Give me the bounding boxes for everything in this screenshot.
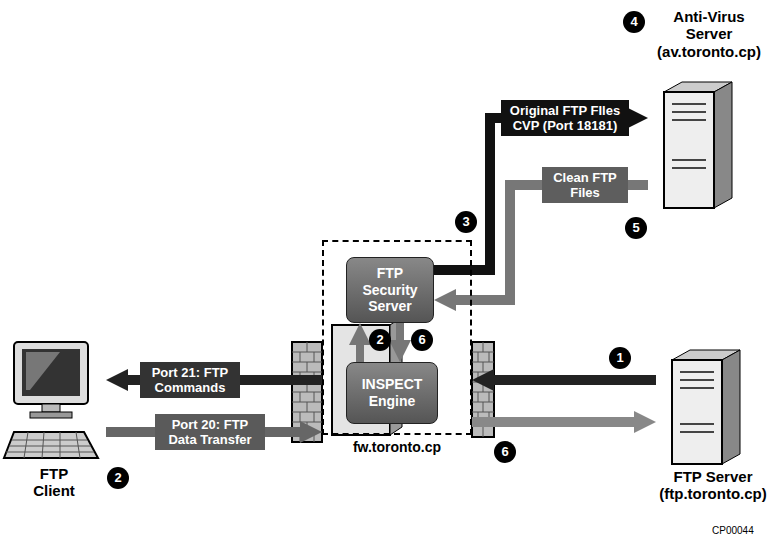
flow-arrow [396, 323, 404, 346]
monitor [14, 342, 88, 404]
edge-label: Original FTP FIles CVP (Port 18181) [501, 100, 629, 136]
server-side [722, 350, 740, 464]
node-label: Anti-Virus Server (av.toronto.cp) [648, 8, 770, 60]
server-front [664, 92, 714, 208]
callout-number: 4 [623, 11, 645, 33]
anti-virus-server-icon [664, 82, 732, 208]
server-side [714, 82, 732, 208]
server-slots [672, 104, 706, 168]
edge-label: Port 21: FTP Commands [140, 362, 240, 398]
figure-code: CP00044 [712, 525, 754, 536]
server-front [672, 360, 722, 464]
box-text: INSPECT Engine [355, 376, 429, 410]
flow-arrow [356, 339, 364, 362]
flow-arrow [434, 118, 632, 270]
screen [22, 349, 80, 396]
callout-number: 2 [107, 467, 129, 489]
flow-arrow [472, 417, 640, 427]
box-text: FTP Security Server [355, 265, 425, 315]
callout-number: 1 [609, 347, 631, 369]
computer-icon [4, 342, 98, 458]
callout-number: 5 [625, 217, 647, 239]
ftp-server: FTP Server (ftp.toronto.cp) [656, 352, 770, 512]
callout-number: 6 [494, 441, 516, 463]
flow-arrow [488, 375, 656, 385]
monitor-base [30, 412, 72, 418]
process-box: INSPECT Engine [346, 362, 438, 424]
screen-glare [26, 352, 60, 390]
keyboard [4, 432, 98, 458]
client-computer: FTP Client [2, 335, 106, 505]
monitor-stand [42, 404, 60, 412]
process-box: FTP Security Server [346, 257, 434, 323]
anti-virus-server: Anti-Virus Server (av.toronto.cp) [648, 8, 770, 213]
node-label: FTP Client [22, 465, 86, 500]
ftp-server-icon [672, 350, 740, 464]
keyboard-keys [6, 432, 94, 458]
edge-label: Port 20: FTP Data Transfer [155, 414, 265, 450]
server-slots [680, 372, 714, 432]
firewall-boundary: fw.toronto.cpFTP Security ServerINSPECT … [322, 240, 472, 435]
node-label: FTP Server (ftp.toronto.cp) [656, 468, 770, 503]
callout-number: 2 [369, 329, 391, 351]
group-heading: fw.toronto.cp [324, 439, 470, 455]
callout-number: 6 [411, 329, 433, 351]
edge-label: Clean FTP Files [542, 167, 628, 203]
callout-number: 3 [455, 211, 477, 233]
